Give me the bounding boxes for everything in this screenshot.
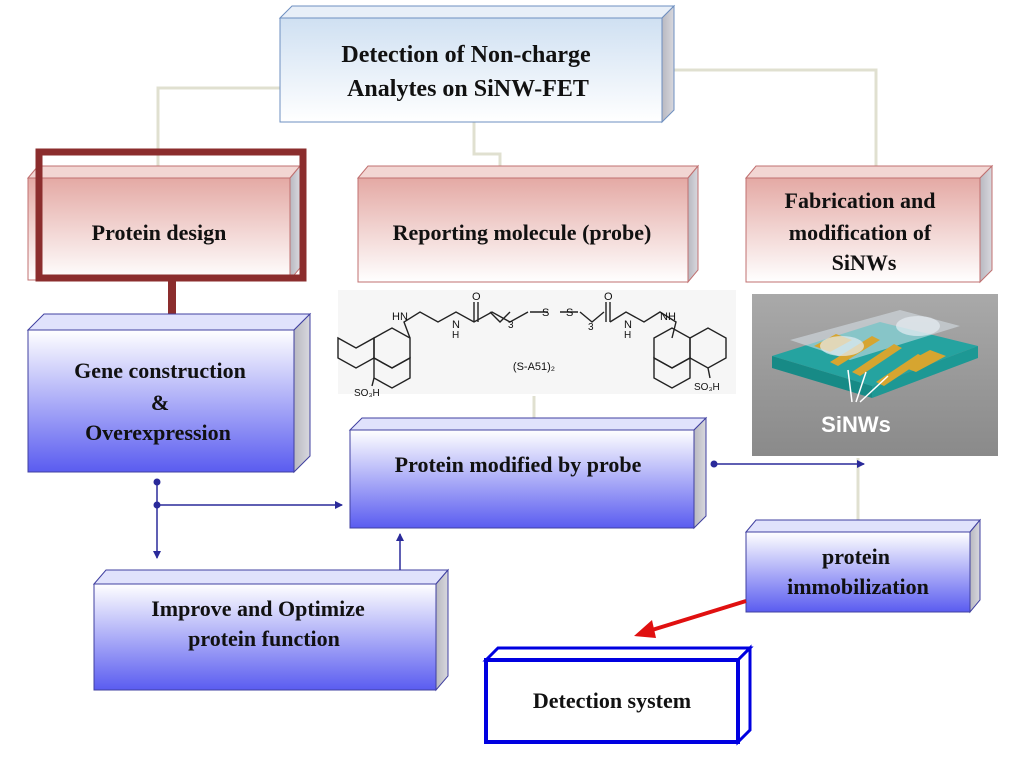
gene-construction-line-3: Overexpression	[85, 420, 231, 445]
protein-design-highlight-frame	[35, 148, 307, 282]
protein-modified-label: Protein modified by probe	[395, 452, 642, 477]
atom-n-mid-left: N	[452, 319, 460, 331]
title-box: Detection of Non-charge Analytes on SiNW…	[278, 4, 676, 124]
compound-label: (S-A51)₂	[513, 361, 555, 373]
detection-system-box: Detection system	[482, 644, 754, 746]
atom-o-left: O	[472, 291, 481, 303]
atom-so3h-left: SO₃H	[354, 388, 380, 399]
atom-h-mid-left: H	[452, 330, 459, 341]
atom-nh-right: NH	[660, 311, 676, 323]
improve-optimize-box: Improve and Optimize protein function	[92, 568, 450, 692]
fabrication-line-2: modification of	[789, 220, 932, 245]
sinw-label: SiNWs	[821, 412, 891, 437]
atom-s-right: S	[566, 307, 573, 319]
detection-system-label: Detection system	[533, 688, 691, 713]
protein-modified-box: Protein modified by probe	[348, 416, 708, 530]
flow-connectors	[153, 460, 865, 570]
atom-sub3-left: 3	[508, 320, 514, 331]
title-line-1: Detection of Non-charge	[341, 42, 591, 68]
gene-construction-line-1: Gene construction	[74, 358, 246, 383]
atom-sub3-right: 3	[588, 322, 594, 333]
protein-immobilization-line-2: immobilization	[787, 574, 929, 599]
gene-construction-box: Gene construction & Overexpression	[26, 312, 312, 474]
protein-immobilization-box: protein immobilization	[744, 518, 982, 614]
atom-o-right: O	[604, 291, 613, 303]
atom-hn-left: HN	[392, 311, 408, 323]
reporting-molecule-box: Reporting molecule (probe)	[356, 164, 700, 284]
background-connectors	[156, 68, 878, 520]
reporting-molecule-label: Reporting molecule (probe)	[393, 220, 652, 245]
fabrication-line-1: Fabrication and	[785, 188, 936, 213]
fabrication-line-3: SiNWs	[832, 250, 897, 275]
probe-structure-image: HN N H O 3 S S 3 O N H NH SO₃H SO₃H (S-A…	[337, 290, 736, 399]
title-line-2: Analytes on SiNW-FET	[347, 76, 589, 102]
red-arrow-to-detection	[634, 599, 747, 638]
sinw-device-image: SiNWs	[752, 294, 998, 456]
connector-dots	[153, 460, 718, 509]
protein-design-label: Protein design	[92, 220, 227, 245]
protein-design-box: Protein design	[26, 164, 302, 282]
protein-immobilization-line-1: protein	[822, 544, 890, 569]
atom-s-left: S	[542, 307, 549, 319]
improve-optimize-line-1: Improve and Optimize	[151, 596, 365, 621]
atom-n-mid-right: N	[624, 319, 632, 331]
atom-h-mid-right: H	[624, 330, 631, 341]
gene-construction-line-2: &	[151, 390, 169, 415]
atom-so3h-right: SO₃H	[694, 382, 720, 393]
improve-optimize-line-2: protein function	[188, 626, 340, 651]
fabrication-box: Fabrication and modification of SiNWs	[744, 164, 994, 284]
